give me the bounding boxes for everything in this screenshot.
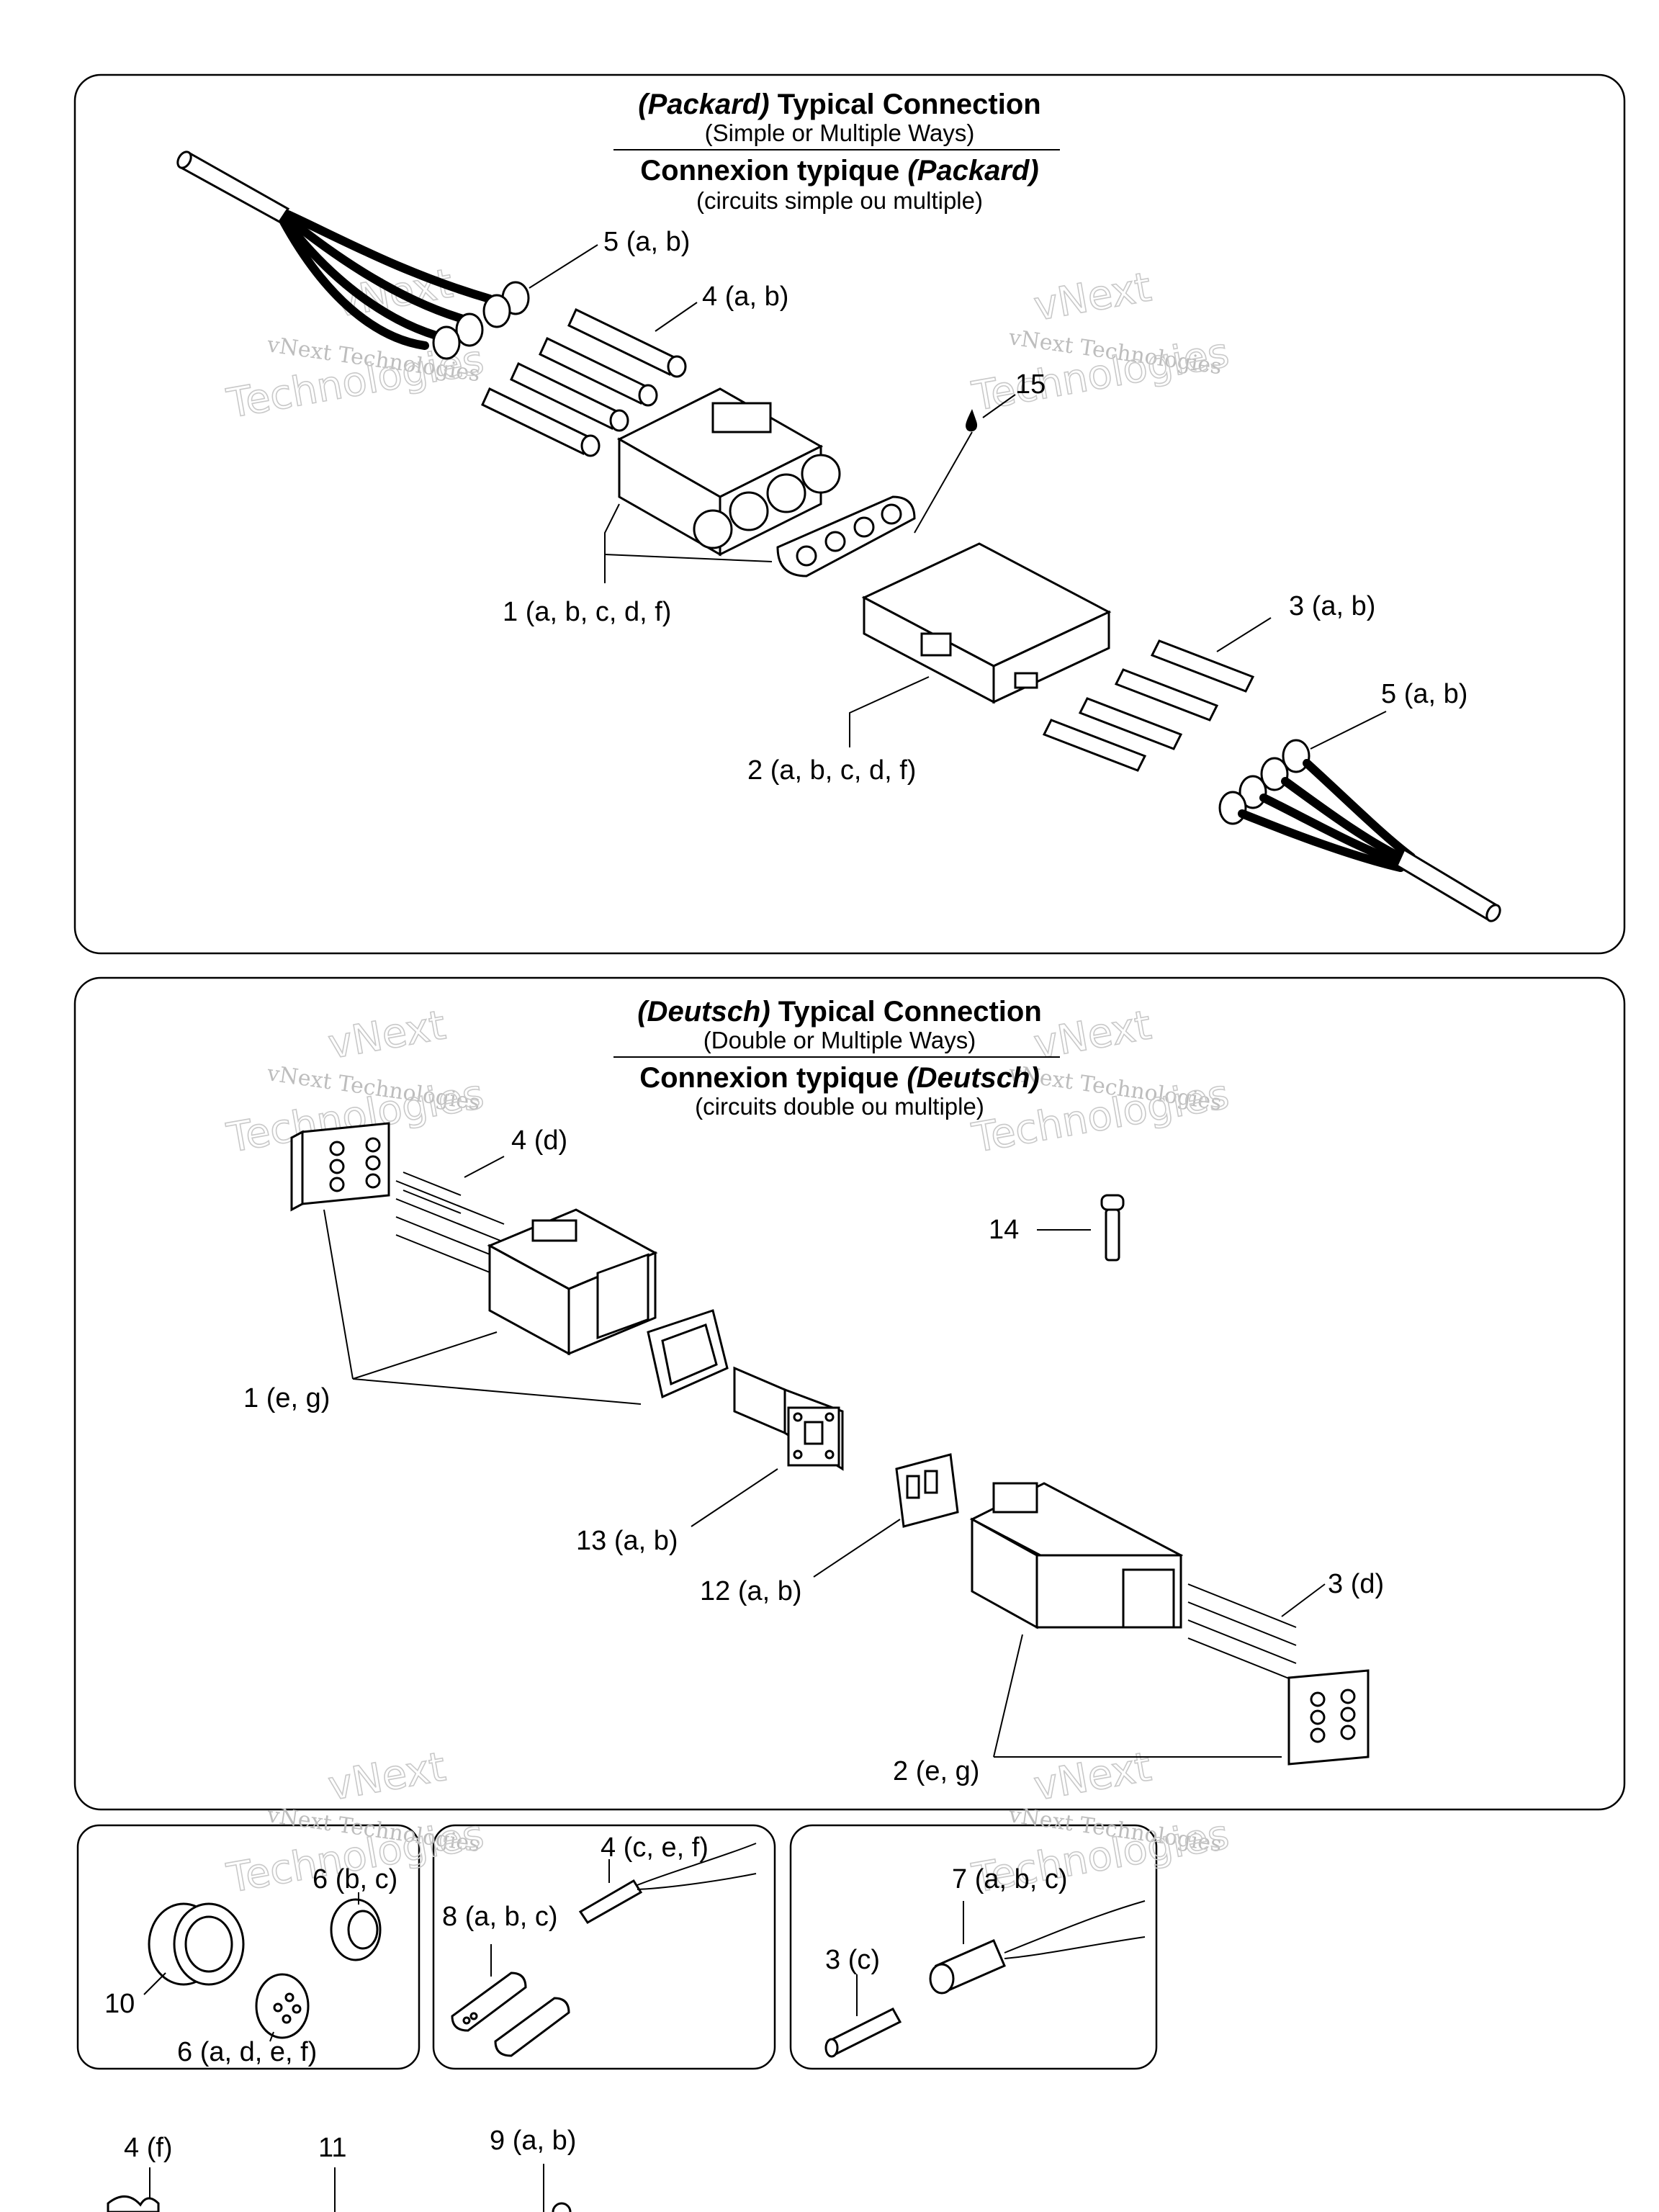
packard-subtitle: (Simple or Multiple Ways) xyxy=(705,120,975,146)
label-3ab: 3 (a, b) xyxy=(1289,591,1375,621)
label-3c: 3 (c) xyxy=(825,1945,880,1975)
watermark-text: vNext xyxy=(1030,264,1154,330)
label-11: 11 xyxy=(318,2133,346,2163)
wedge-13 xyxy=(733,1366,844,1471)
terminal-4cef xyxy=(578,1843,757,1924)
bottom-section: 4 (f) 11 9 (a, b) xyxy=(107,2126,576,2212)
rear-seal-2 xyxy=(1287,1669,1370,1766)
pins-3d xyxy=(1187,1583,1297,1682)
label-3d: 3 (d) xyxy=(1328,1569,1384,1599)
label-2-packard: 2 (a, b, c, d, f) xyxy=(747,755,916,786)
cable-top-left xyxy=(176,150,494,350)
cable-bottom-right xyxy=(1238,759,1501,922)
label-9ab: 9 (a, b) xyxy=(490,2126,576,2156)
seal-7 xyxy=(929,1939,1006,1995)
label-5ab-bottom: 5 (a, b) xyxy=(1381,679,1467,709)
small-panel-3-drawing: 7 (a, b, c) 3 (c) xyxy=(824,1864,1146,2058)
label-14: 14 xyxy=(989,1215,1019,1245)
plug-6adef xyxy=(255,1973,310,2039)
terminal-3c xyxy=(824,2008,902,2058)
deutsch-drawing xyxy=(290,1122,1370,1766)
watermark-text: vNext xyxy=(1030,1743,1154,1809)
label-7abc: 7 (a, b, c) xyxy=(952,1864,1068,1894)
label-8abc: 8 (a, b, c) xyxy=(442,1902,558,1932)
small-panel-3 xyxy=(789,1824,1158,2070)
pins-4d xyxy=(395,1172,505,1279)
small-panel-1 xyxy=(76,1824,421,2070)
packard-labels: 5 (a, b) 4 (a, b) 15 1 (a, b, c, d, f) 3… xyxy=(503,227,1467,786)
label-4cef: 4 (c, e, f) xyxy=(601,1833,709,1863)
watermark-text: vNext xyxy=(325,1743,449,1809)
gasket-seal xyxy=(776,495,916,577)
label-13ab: 13 (a, b) xyxy=(576,1526,678,1556)
seals-5-bottom xyxy=(1218,739,1310,825)
wedge-12 xyxy=(895,1453,959,1528)
label-5ab-top: 5 (a, b) xyxy=(603,227,690,257)
deutsch-title-fr: Connexion typique (Deutsch) xyxy=(639,1062,1040,1094)
seals-5-top xyxy=(432,281,530,360)
pin-14 xyxy=(1100,1194,1125,1262)
deutsch-title-block: (Deutsch) Typical Connection (Double or … xyxy=(613,996,1060,1120)
connector-housing-2 xyxy=(861,542,1112,704)
deutsch-title: (Deutsch) Typical Connection xyxy=(637,996,1042,1028)
small-panel-2-drawing: 4 (c, e, f) 8 (a, b, c) xyxy=(442,1833,757,2057)
nut-10 xyxy=(148,1902,245,1986)
label-6bc: 6 (b, c) xyxy=(313,1864,397,1894)
terminals-3ab xyxy=(1042,639,1255,772)
sleeve-8 xyxy=(451,1972,570,2057)
label-4ab: 4 (a, b) xyxy=(702,282,788,312)
rear-seal-1 xyxy=(290,1122,390,1212)
label-1-packard: 1 (a, b, c, d, f) xyxy=(503,597,671,627)
packard-title: (Packard) Typical Connection xyxy=(638,89,1040,120)
watermark-text: vNext xyxy=(325,1002,449,1068)
packard-drawing xyxy=(176,150,1501,922)
label-10: 10 xyxy=(104,1989,135,2019)
label-15: 15 xyxy=(1015,369,1046,400)
label-4f: 4 (f) xyxy=(124,2133,173,2163)
packard-panel xyxy=(73,73,1626,955)
label-1eg: 1 (e, g) xyxy=(243,1383,330,1413)
packard-subtitle-fr: (circuits simple ou multiple) xyxy=(696,187,983,214)
label-4d: 4 (d) xyxy=(511,1125,567,1156)
gasket-1 xyxy=(647,1309,729,1399)
terminals-4ab xyxy=(481,307,687,457)
plug-6bc xyxy=(330,1898,382,1961)
small-panel-1-drawing: 6 (b, c) 10 6 (a, d, e, f) xyxy=(104,1864,397,2067)
deutsch-panel xyxy=(73,976,1626,1811)
deutsch-subtitle-fr: (circuits double ou multiple) xyxy=(695,1093,984,1120)
packard-title-block: (Packard) Typical Connection (Simple or … xyxy=(613,89,1060,214)
connector-housing-1 xyxy=(616,387,841,557)
label-6adef: 6 (a, d, e, f) xyxy=(177,2037,317,2067)
grease-drop-icon xyxy=(966,409,978,432)
label-12ab: 12 (a, b) xyxy=(700,1576,802,1606)
label-2eg: 2 (e, g) xyxy=(893,1756,979,1786)
small-panel-2 xyxy=(432,1824,776,2070)
receptacle-housing-2 xyxy=(969,1482,1184,1629)
deutsch-labels: 4 (d) 14 1 (e, g) 13 (a, b) 12 (a, b) 3 … xyxy=(243,1125,1384,1786)
deutsch-subtitle: (Double or Multiple Ways) xyxy=(703,1027,976,1053)
packard-title-fr: Connexion typique (Packard) xyxy=(640,155,1038,186)
plug-housing-1 xyxy=(487,1208,658,1356)
watermark-text: vNext xyxy=(1030,1002,1154,1068)
